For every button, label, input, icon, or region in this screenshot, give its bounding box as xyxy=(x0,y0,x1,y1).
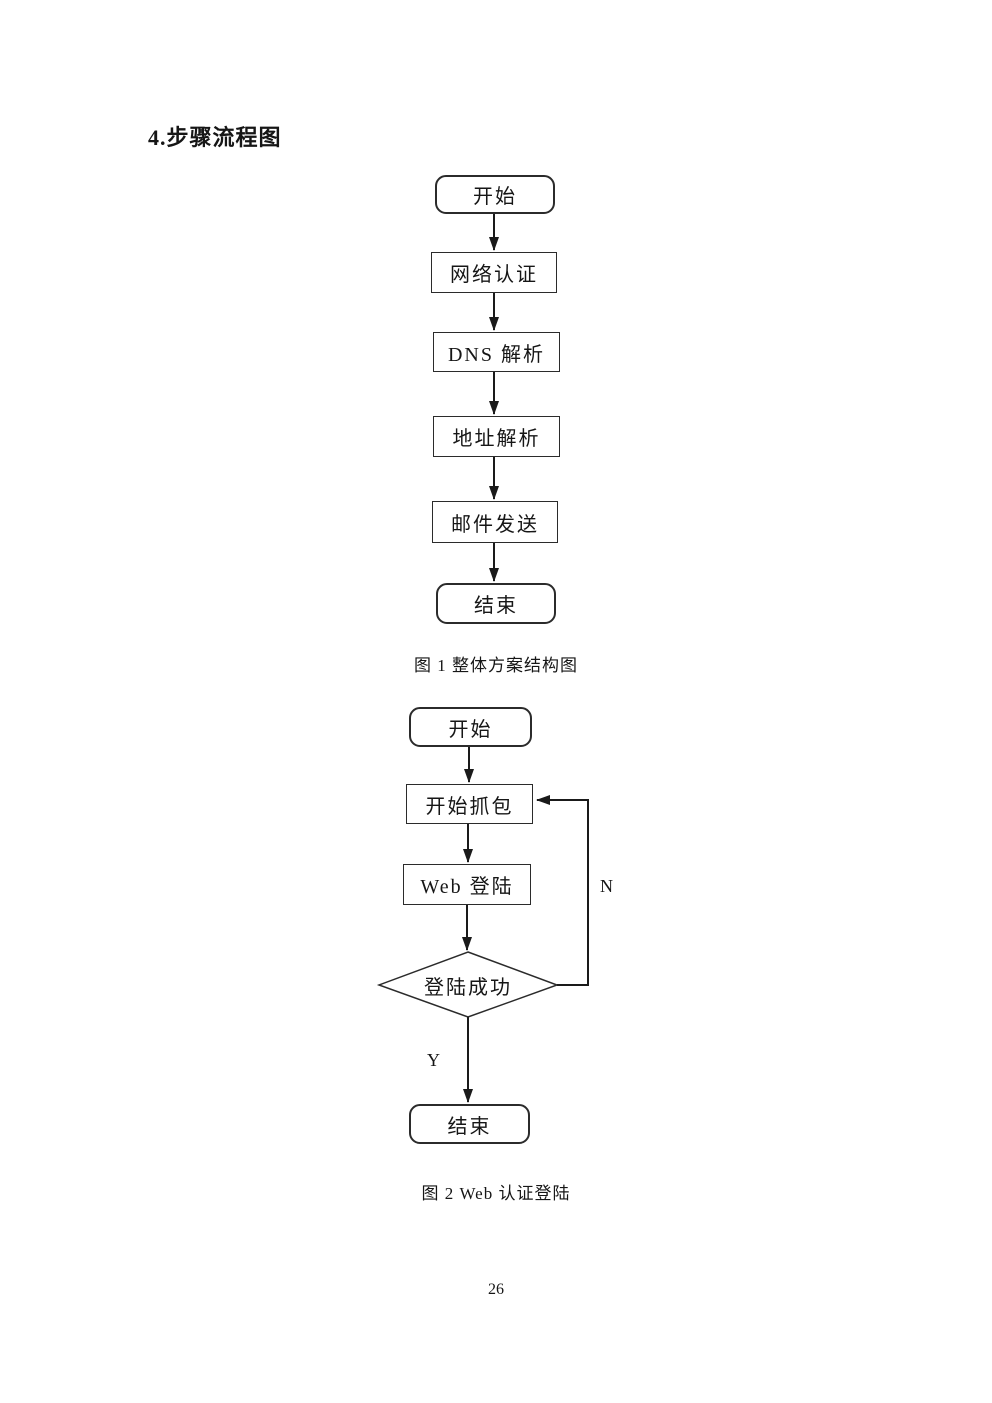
section-heading: 4.步骤流程图 xyxy=(148,125,282,150)
f1-node-mail-send: 邮件发送 xyxy=(432,501,558,543)
f2-node-web-login: Web 登陆 xyxy=(403,864,531,905)
f2-branch-label-no: N xyxy=(600,876,613,896)
f1-node-network-auth: 网络认证 xyxy=(431,252,557,293)
f1-node-addr-resolve: 地址解析 xyxy=(433,416,560,457)
f1-node-start: 开始 xyxy=(435,175,555,214)
figure1-caption: 图 1 整体方案结构图 xyxy=(414,656,578,675)
f2-branch-label-yes: Y xyxy=(427,1050,440,1070)
arrow-f2-loop-no xyxy=(536,795,589,986)
f2-node-decision-label: 登陆成功 xyxy=(424,976,512,999)
f2-node-capture: 开始抓包 xyxy=(406,784,533,824)
figure2-caption: 图 2 Web 认证登陆 xyxy=(421,1184,571,1203)
page-number: 26 xyxy=(488,1281,504,1298)
f2-node-start: 开始 xyxy=(409,707,532,747)
f2-node-end: 结束 xyxy=(409,1104,530,1144)
f1-node-end: 结束 xyxy=(436,583,556,624)
f1-node-dns-resolve: DNS 解析 xyxy=(433,332,560,372)
